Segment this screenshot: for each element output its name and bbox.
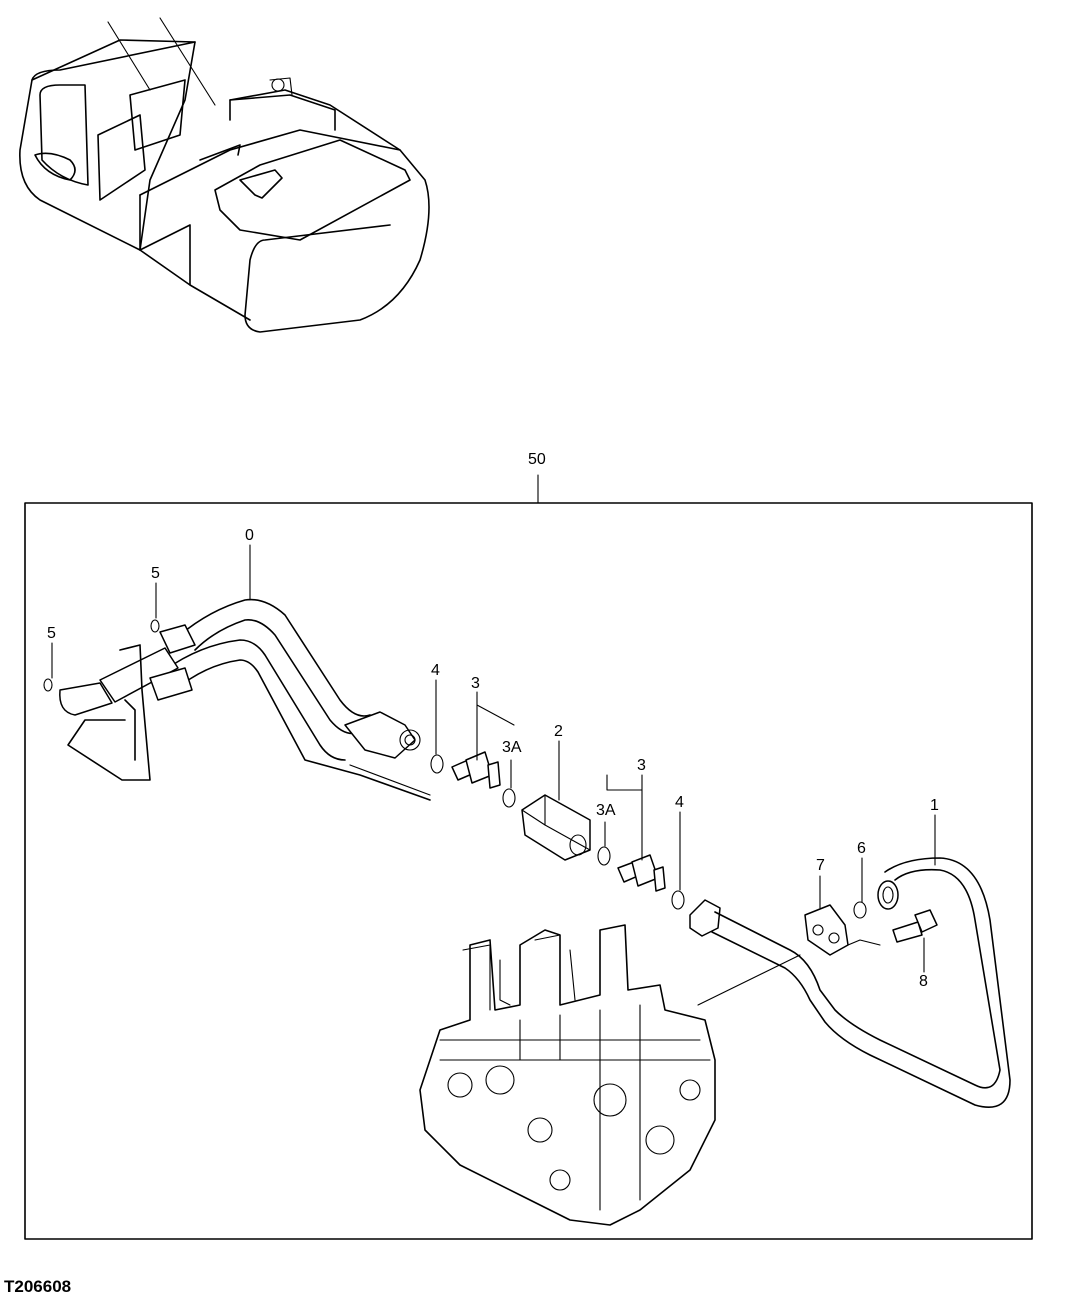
callout-6: 6	[857, 840, 866, 857]
oring-3a-right-drawing	[597, 846, 611, 866]
callout-7: 7	[816, 857, 825, 874]
check-valve-2-drawing	[521, 794, 591, 861]
pipe-1-drawing	[689, 857, 1011, 1108]
callout-2: 2	[554, 723, 563, 740]
pipe-to-valve-leader	[697, 954, 801, 1006]
adapter-3-right-drawing	[617, 854, 666, 892]
oring-4-right-drawing	[671, 890, 685, 910]
callout-5-upper: 5	[151, 565, 160, 582]
adapter-3-left-drawing	[451, 751, 501, 789]
oring-5-upper-drawing	[150, 619, 160, 633]
assembly-frame	[24, 502, 1033, 1240]
callout-50: 50	[528, 451, 546, 468]
flange-7-drawing	[804, 904, 881, 956]
callout-8: 8	[919, 973, 928, 990]
callout-3a-left: 3A	[502, 739, 522, 756]
callout-3-left: 3	[471, 675, 480, 692]
excavator-overview-illustration	[19, 17, 430, 333]
callout-0: 0	[245, 527, 254, 544]
bolt-8-drawing	[892, 909, 938, 943]
callout-1: 1	[930, 797, 939, 814]
callout-4-right: 4	[675, 794, 684, 811]
callout-3a-right: 3A	[596, 802, 616, 819]
hose-0-illustration	[59, 598, 431, 801]
oring-5-lower-drawing	[43, 678, 53, 692]
callout-3-right: 3	[637, 757, 646, 774]
figure-reference: T206608	[4, 1277, 72, 1296]
control-valve-illustration	[419, 924, 716, 1226]
oring-6-drawing	[853, 901, 867, 919]
leader-lines	[51, 544, 936, 973]
oring-3a-left-drawing	[502, 788, 516, 808]
callout-5-lower: 5	[47, 625, 56, 642]
oring-4-left-drawing	[430, 754, 444, 774]
callout-4-left: 4	[431, 662, 440, 679]
